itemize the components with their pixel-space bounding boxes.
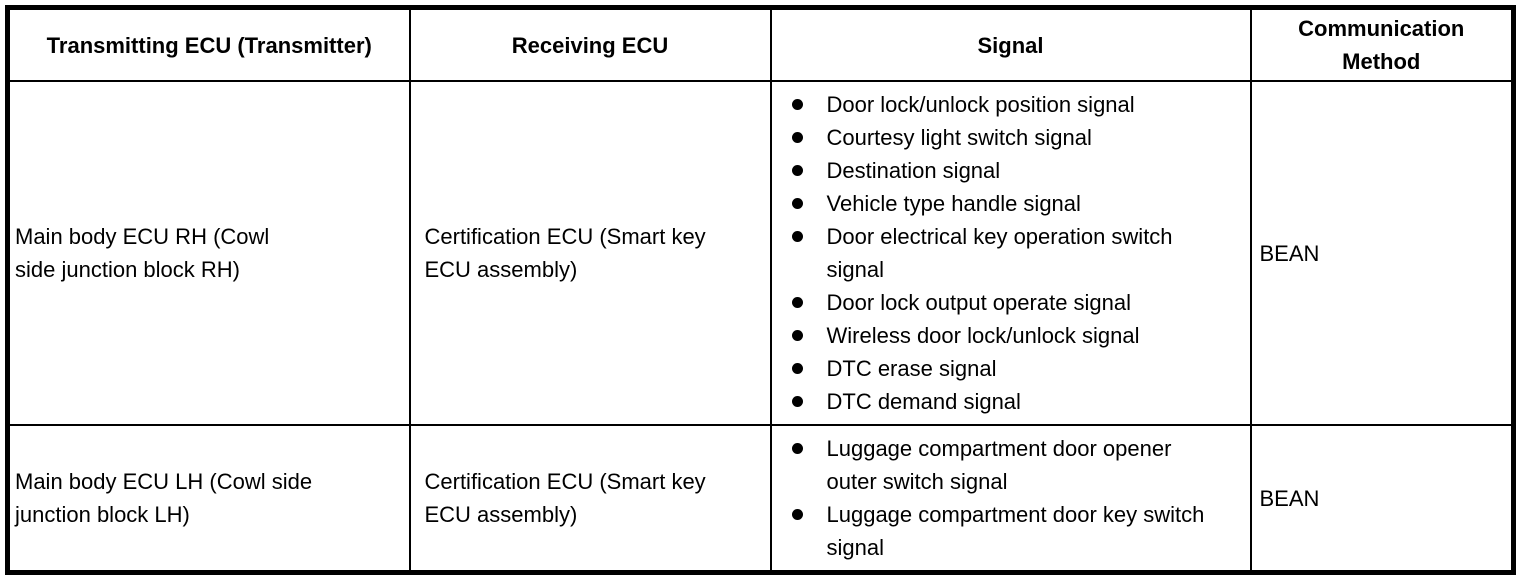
table-row: Main body ECU LH (Cowl side junction blo… xyxy=(6,424,1515,574)
bullet-icon xyxy=(791,231,803,242)
bullet-icon xyxy=(791,330,803,341)
bullet-icon xyxy=(791,297,803,308)
transmitting-ecu-cell: Main body ECU RH (Cowl side junction blo… xyxy=(6,80,411,426)
bullet-icon xyxy=(791,443,803,454)
bullet-icon xyxy=(791,509,803,520)
receiving-ecu-cell: Certification ECU (Smart key ECU assembl… xyxy=(408,424,772,574)
signal-list-item: Courtesy light switch signal xyxy=(791,121,1242,154)
header-communication-method: Communication Method xyxy=(1249,6,1515,82)
signal-cell: Luggage compartment door opener outer sw… xyxy=(769,424,1252,574)
receiving-ecu-cell: Certification ECU (Smart key ECU assembl… xyxy=(408,80,772,426)
signal-text: Door lock output operate signal xyxy=(826,290,1132,315)
signal-list-item: Luggage compartment door key switch sign… xyxy=(791,498,1242,564)
signal-list-item: Door electrical key operation switch sig… xyxy=(791,220,1242,286)
signal-text: Wireless door lock/unlock signal xyxy=(826,323,1140,348)
signal-list-item: Vehicle type handle signal xyxy=(791,187,1242,220)
signal-text: DTC demand signal xyxy=(826,389,1021,414)
signal-list-item: Destination signal xyxy=(791,154,1242,187)
signal-list: Luggage compartment door opener outer sw… xyxy=(791,432,1242,564)
signal-list-item: Door lock output operate signal xyxy=(791,286,1242,319)
communication-method-cell: BEAN xyxy=(1249,424,1515,574)
bullet-icon xyxy=(791,396,803,407)
table-row: Main body ECU RH (Cowl side junction blo… xyxy=(6,80,1515,426)
signal-text: Door lock/unlock position signal xyxy=(826,92,1135,117)
signal-text: Destination signal xyxy=(826,158,1001,183)
signal-list-item: Luggage compartment door opener outer sw… xyxy=(791,432,1242,498)
signal-text: Luggage compartment door opener outer sw… xyxy=(826,436,1172,494)
communication-method-text: BEAN xyxy=(1259,240,1320,266)
header-receiving-ecu: Receiving ECU xyxy=(408,6,772,82)
ecu-communication-table: Transmitting ECU (Transmitter) Receiving… xyxy=(5,5,1516,575)
bullet-icon xyxy=(791,165,803,176)
bullet-icon xyxy=(791,99,803,110)
signal-list-item: DTC demand signal xyxy=(791,385,1242,418)
receiving-ecu-text: Certification ECU (Smart key ECU assembl… xyxy=(424,469,706,527)
communication-method-cell: BEAN xyxy=(1249,80,1515,426)
bullet-icon xyxy=(791,198,803,209)
transmitting-ecu-cell: Main body ECU LH (Cowl side junction blo… xyxy=(6,424,411,574)
transmitting-ecu-text: Main body ECU LH (Cowl side junction blo… xyxy=(15,469,313,527)
document-page: Transmitting ECU (Transmitter) Receiving… xyxy=(5,5,1516,575)
signal-text: Door electrical key operation switch sig… xyxy=(826,224,1173,282)
bullet-icon xyxy=(791,363,803,374)
communication-method-text: BEAN xyxy=(1259,485,1320,511)
header-transmitting-ecu: Transmitting ECU (Transmitter) xyxy=(6,6,411,82)
header-row: Transmitting ECU (Transmitter) Receiving… xyxy=(6,6,1515,82)
bullet-icon xyxy=(791,132,803,143)
signal-list-item: DTC erase signal xyxy=(791,352,1242,385)
signal-text: Vehicle type handle signal xyxy=(826,191,1081,216)
receiving-ecu-text: Certification ECU (Smart key ECU assembl… xyxy=(424,224,706,282)
signal-text: Courtesy light switch signal xyxy=(826,125,1092,150)
transmitting-ecu-text: Main body ECU RH (Cowl side junction blo… xyxy=(15,224,270,282)
signal-text: DTC erase signal xyxy=(826,356,997,381)
signal-list-item: Wireless door lock/unlock signal xyxy=(791,319,1242,352)
header-signal: Signal xyxy=(769,6,1252,82)
signal-list-item: Door lock/unlock position signal xyxy=(791,88,1242,121)
signal-text: Luggage compartment door key switch sign… xyxy=(826,502,1205,560)
